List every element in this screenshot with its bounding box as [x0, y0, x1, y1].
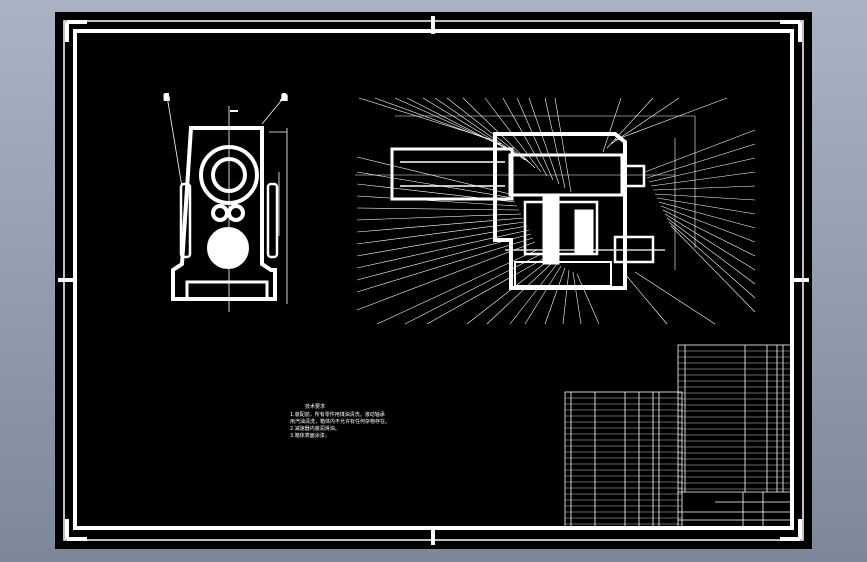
svg-text:1: 1: [165, 95, 168, 101]
notes-line: 2.减速器内装润滑油。: [290, 425, 340, 432]
assembly-drawing: 1 2: [58, 16, 809, 545]
parts-list: [564, 344, 792, 528]
notes-line: 3.箱体表面涂漆。: [290, 432, 330, 439]
side-view: 1 2: [163, 93, 288, 312]
notes-line: 用汽油清洗，箱体内不允许有任何杂物存在。: [290, 418, 390, 425]
svg-text:2: 2: [283, 95, 286, 101]
technical-notes: 技术要求 1.装配前，所有零件用煤油清洗，滚动轴承 用汽油清洗，箱体内不允许有任…: [290, 403, 390, 439]
drawing-sheet: 1 2: [55, 12, 812, 549]
notes-line: 1.装配前，所有零件用煤油清洗，滚动轴承: [290, 411, 385, 418]
section-view: [355, 97, 756, 325]
parts-list-rows: [565, 350, 791, 525]
sheet-border: [58, 16, 809, 545]
notes-heading: 技术要求: [305, 403, 325, 410]
